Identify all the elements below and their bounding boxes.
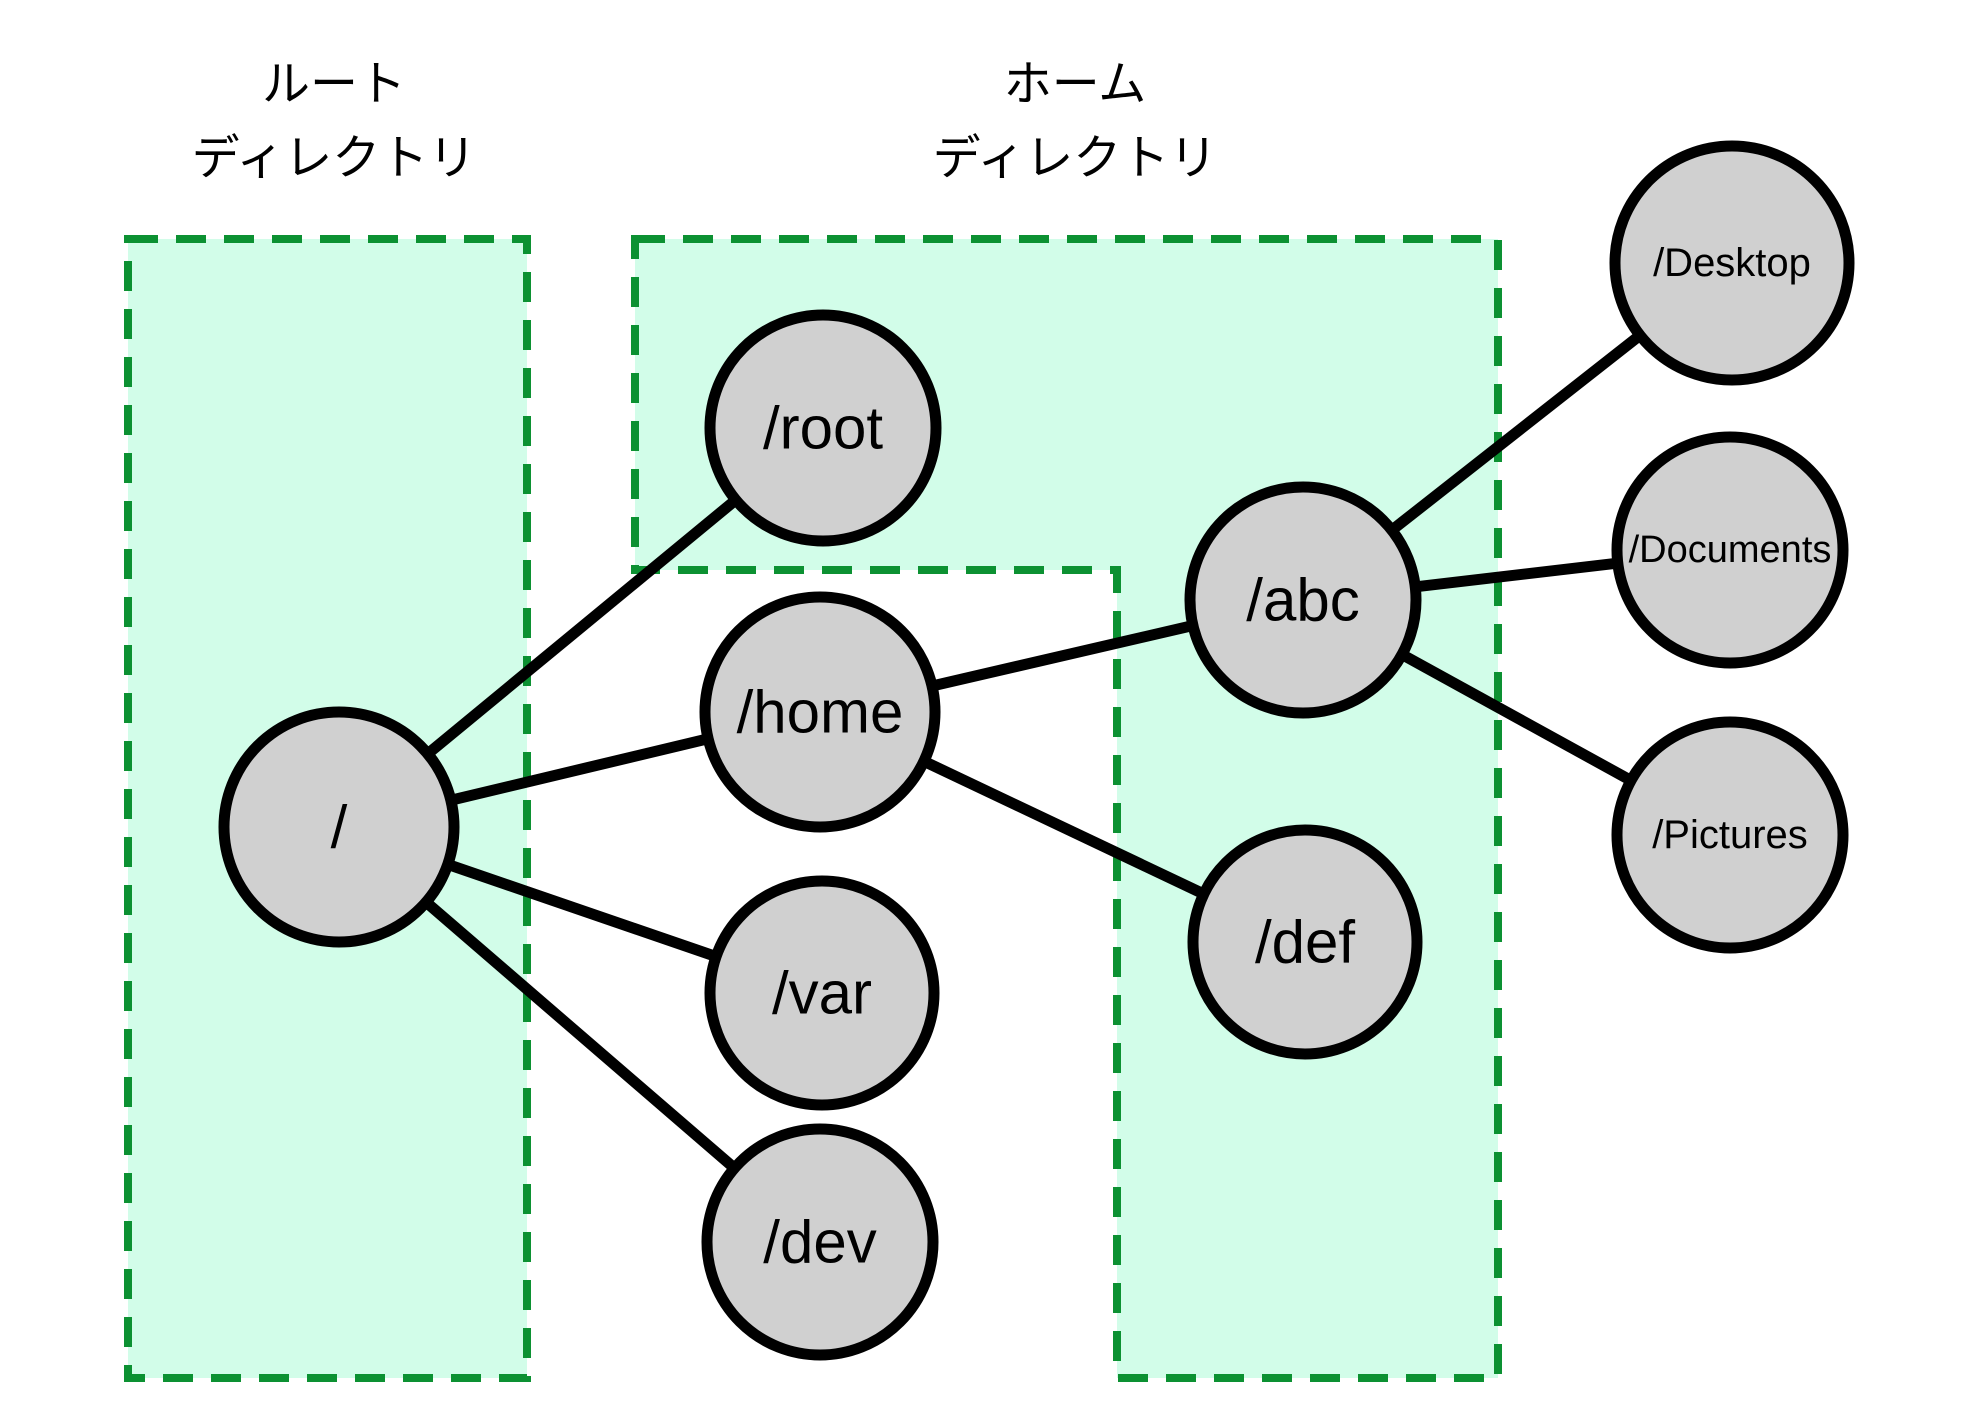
root-directory-label-line2: ディレクトリ xyxy=(192,132,477,185)
node-var: /var xyxy=(704,875,940,1111)
node-def: /def xyxy=(1187,824,1423,1060)
node-home-label: /home xyxy=(737,679,904,746)
node-def-label: /def xyxy=(1255,909,1355,976)
node-home-circle xyxy=(699,591,941,833)
node-abc-label: /abc xyxy=(1246,567,1359,634)
home-directory-label-line2: ディレクトリ xyxy=(933,132,1218,185)
region-labels: ルート ディレクトリ ホーム ディレクトリ xyxy=(192,58,1218,185)
node-abc-circle xyxy=(1184,481,1422,719)
root-directory-label-line1: ルート xyxy=(262,58,406,111)
node-def-circle xyxy=(1187,824,1423,1060)
node-pictures-label: /Pictures xyxy=(1652,813,1808,857)
node-slash: / xyxy=(218,706,460,948)
node-var-circle xyxy=(704,875,940,1111)
node-desktop-circle xyxy=(1609,140,1855,386)
node-documents: /Documents xyxy=(1611,431,1849,669)
node-home: /home xyxy=(699,591,941,833)
node-root-circle xyxy=(704,309,942,547)
node-root: /root xyxy=(704,309,942,547)
node-desktop-label: /Desktop xyxy=(1653,241,1811,285)
node-abc: /abc xyxy=(1184,481,1422,719)
node-slash-circle xyxy=(218,706,460,948)
node-documents-label: /Documents xyxy=(1629,529,1832,571)
node-desktop: /Desktop xyxy=(1609,140,1855,386)
node-slash-label: / xyxy=(331,794,348,861)
node-pictures: /Pictures xyxy=(1611,716,1849,954)
node-pictures-circle xyxy=(1611,716,1849,954)
node-dev-circle xyxy=(701,1123,939,1361)
node-root-label: /root xyxy=(763,395,883,462)
home-directory-label-line1: ホーム xyxy=(1004,58,1147,111)
node-dev: /dev xyxy=(701,1123,939,1361)
node-var-label: /var xyxy=(772,960,872,1027)
node-documents-circle xyxy=(1611,431,1849,669)
directory-nodes: / /root/home/var/dev/abc/def/Desktop/Docu… xyxy=(218,140,1855,1361)
node-dev-label: /dev xyxy=(763,1209,876,1276)
